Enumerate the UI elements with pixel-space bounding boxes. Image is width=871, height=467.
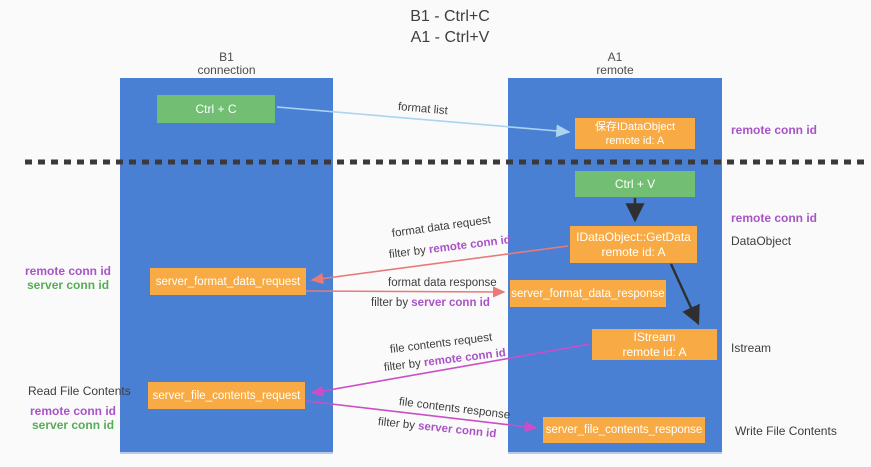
node-istream-line2: remote id: A: [622, 344, 687, 359]
title-line-2: A1 - Ctrl+V: [410, 29, 490, 46]
node-save-idataobject: 保存IDataObject remote id: A: [575, 118, 695, 149]
label-format-data-response-text: format data response: [388, 277, 497, 289]
node-istream: IStream remote id: A: [592, 329, 717, 360]
lane-a1-subtitle: remote: [596, 63, 634, 77]
diagram-title: B1 - Ctrl+C A1 - Ctrl+V: [315, 6, 585, 48]
left-label-remote-conn-id-1: remote conn id: [25, 264, 112, 278]
lane-header-b1: B1 connection: [120, 51, 333, 77]
node-save-idataobject-line2: remote id: A: [605, 134, 665, 147]
left-label-read-file-contents: Read File Contents: [28, 384, 131, 398]
node-istream-line1: IStream: [633, 329, 676, 344]
node-ctrl-c: Ctrl + C: [157, 95, 275, 123]
right-label-remote-conn-id-1: remote conn id: [731, 123, 818, 137]
node-server-format-data-request-label: server_format_data_request: [155, 275, 301, 288]
node-ctrl-v: Ctrl + V: [575, 171, 695, 197]
filter-by-text-3: filter by: [383, 357, 422, 374]
label-filter-server-conn-id-2: filter by server conn id: [377, 416, 497, 440]
label-format-list: format list: [397, 101, 448, 117]
label-filter-server-conn-id-1: filter by server conn id: [371, 297, 490, 309]
label-format-list-text: format list: [397, 101, 449, 118]
left-label-server-conn-id-2: server conn id: [32, 418, 115, 432]
arrow-format-data-response: [305, 286, 506, 298]
label-file-contents-response: file contents response: [398, 396, 511, 422]
left-label-remote-conn-id-2: remote conn id: [30, 404, 117, 418]
lane-b1-subtitle: connection: [197, 63, 256, 77]
node-ctrl-v-label: Ctrl + V: [614, 177, 656, 191]
node-server-file-contents-response-label: server_file_contents_response: [545, 424, 703, 436]
right-label-write-file-contents: Write File Contents: [735, 424, 837, 438]
node-server-format-data-response: server_format_data_response: [510, 280, 666, 307]
label-format-data-request-text: format data request: [391, 214, 492, 240]
label-file-contents-response-text: file contents response: [398, 396, 511, 422]
label-format-data-response: format data response: [388, 277, 497, 289]
remote-conn-id-text-1: remote conn id: [428, 234, 512, 257]
node-server-format-data-request: server_format_data_request: [150, 268, 306, 295]
node-server-format-data-response-label: server_format_data_response: [511, 287, 665, 300]
label-format-data-request: format data request: [391, 214, 491, 240]
node-server-file-contents-request-label: server_file_contents_request: [152, 389, 301, 402]
node-getdata-line1: IDataObject::GetData: [576, 229, 691, 244]
server-conn-id-text-2: server conn id: [417, 420, 497, 441]
filter-by-text-1: filter by: [388, 244, 427, 261]
right-label-dataobject: DataObject: [731, 234, 792, 248]
lane-b1-title: B1: [219, 50, 234, 64]
title-line-1: B1 - Ctrl+C: [410, 8, 490, 25]
right-label-remote-conn-id-2: remote conn id: [731, 211, 818, 225]
filter-by-text-4: filter by: [377, 416, 416, 432]
server-conn-id-text-1: server conn id: [411, 297, 490, 309]
node-ctrl-c-label: Ctrl + C: [195, 102, 237, 116]
filter-by-text-2: filter by: [371, 297, 409, 309]
left-label-server-conn-id-1: server conn id: [27, 278, 110, 292]
node-getdata-line2: remote id: A: [601, 244, 666, 259]
node-save-idataobject-line1: 保存IDataObject: [594, 120, 676, 133]
node-idataobject-getdata: IDataObject::GetData remote id: A: [570, 226, 697, 263]
node-server-file-contents-response: server_file_contents_response: [543, 417, 705, 443]
lane-header-a1: A1 remote: [508, 51, 722, 77]
lane-a1-title: A1: [607, 50, 623, 64]
node-server-file-contents-request: server_file_contents_request: [148, 382, 305, 409]
label-filter-remote-conn-id-1: filter by remote conn id: [388, 234, 511, 261]
right-label-istream: Istream: [731, 341, 772, 355]
